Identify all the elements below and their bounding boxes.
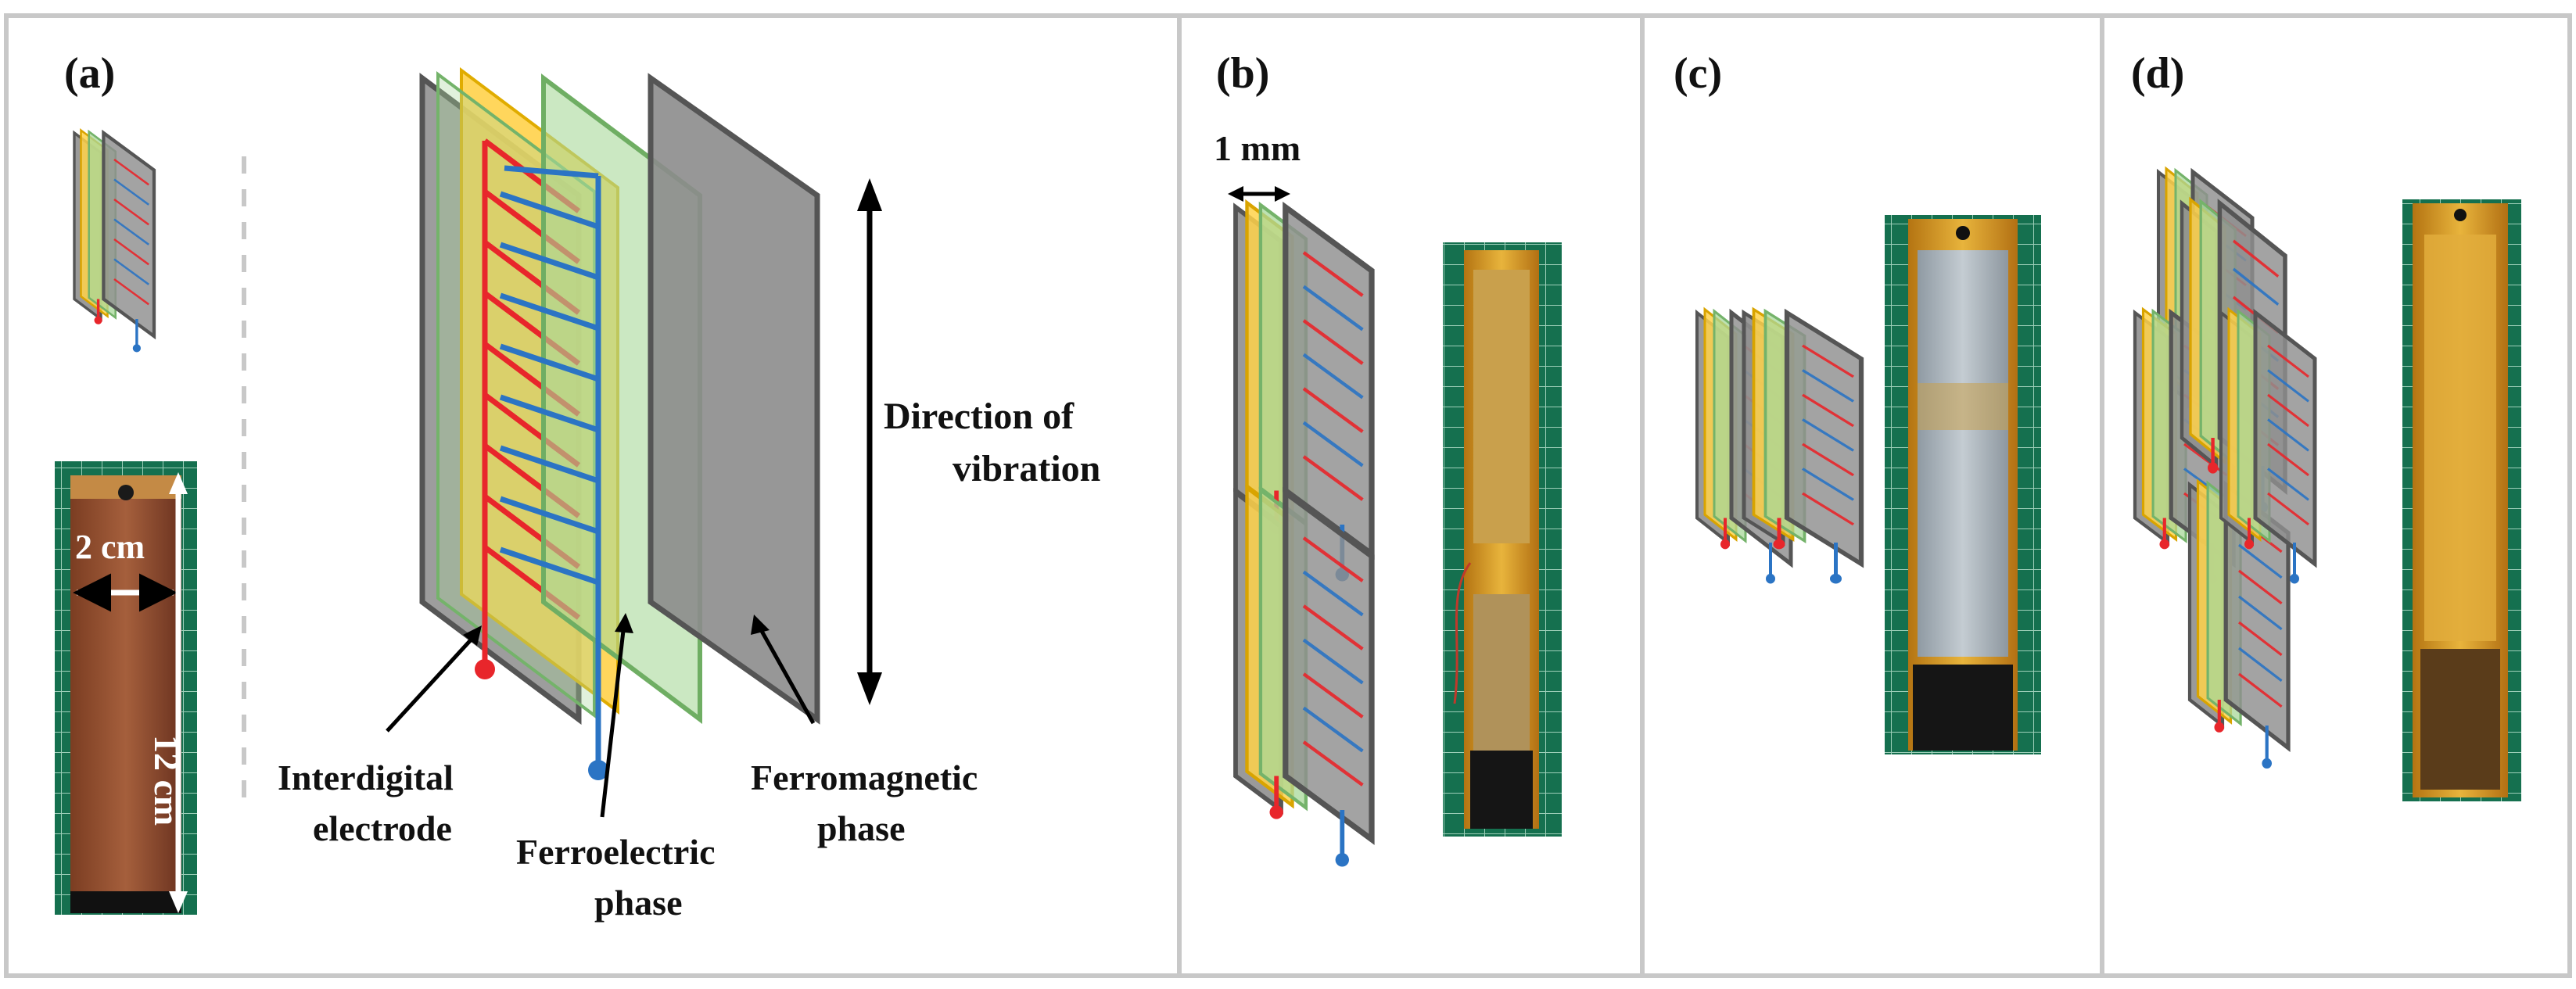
- panel-c-photo: [1885, 215, 2041, 754]
- panel-d-photo: [2402, 199, 2521, 801]
- width-label: 2 cm: [75, 528, 145, 566]
- panel-d-label: (d): [2131, 49, 2184, 98]
- vibration-arrow: [857, 178, 882, 705]
- panel-a: (a) 2 cm 12 cm: [55, 49, 1100, 923]
- panel-a-mini-stack: [74, 131, 154, 353]
- negative-terminal: [588, 760, 608, 780]
- thickness-label: 1 mm: [1214, 128, 1301, 168]
- length-label: 12 cm: [147, 735, 187, 826]
- ferroelectric-label-line2: phase: [594, 883, 682, 923]
- panel-c: (c): [1674, 49, 2041, 754]
- panel-b: (b) 1 mm: [1214, 49, 1562, 867]
- electrode-label-line1: Interdigital: [278, 758, 454, 797]
- negative-comb: [499, 165, 601, 719]
- vibration-label-line1: Direction of: [884, 396, 1075, 437]
- panel-a-photo: 2 cm 12 cm: [55, 461, 197, 915]
- panel-d: (d): [2131, 49, 2521, 801]
- panel-b-stack-bottom: [1236, 488, 1372, 866]
- panel-c-label: (c): [1674, 49, 1722, 98]
- panel-frames: [4, 13, 2572, 978]
- panel-b-photo: [1443, 242, 1562, 837]
- ferroelectric-label-line1: Ferroelectric: [516, 832, 715, 872]
- ferromagnetic-label-line1: Ferromagnetic: [751, 758, 978, 797]
- panel-b-label: (b): [1216, 49, 1269, 98]
- callout-arrows: [386, 613, 816, 818]
- electrode-label-line2: electrode: [313, 808, 452, 848]
- vibration-label-line2: vibration: [953, 448, 1100, 489]
- exploded-view: [419, 67, 820, 780]
- ferromagnetic-label-line2: phase: [817, 808, 905, 848]
- positive-terminal: [475, 659, 495, 679]
- ferromagnetic-sheet-front: [648, 73, 820, 725]
- panel-a-label: (a): [64, 49, 115, 98]
